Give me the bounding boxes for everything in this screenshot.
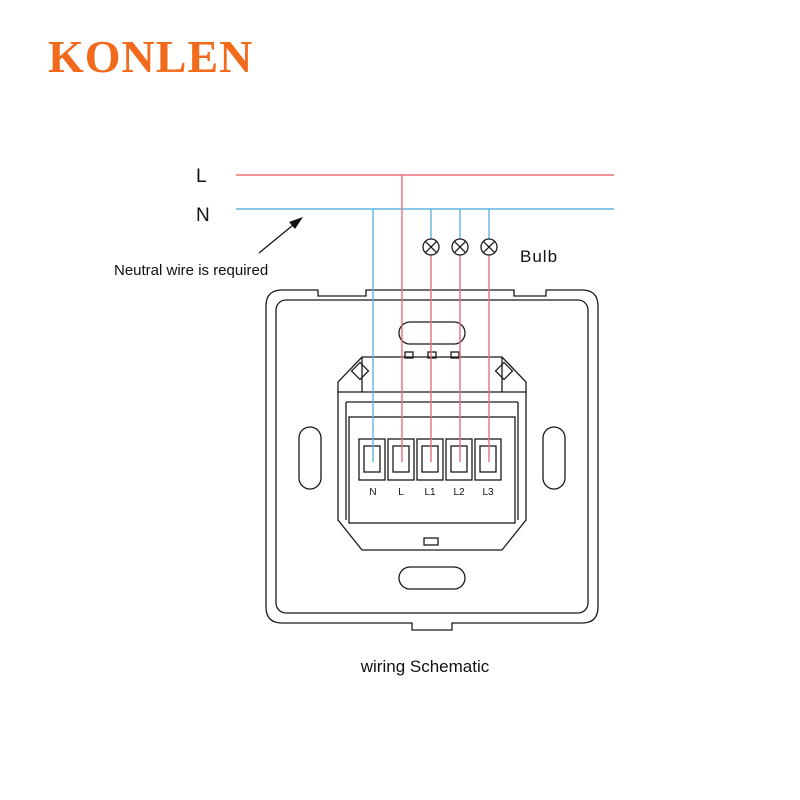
bulb-icon (480, 238, 498, 256)
terminal-label-l: L (398, 487, 404, 498)
terminal-label-l3: L3 (482, 487, 494, 498)
arrow-icon (258, 217, 303, 254)
diagram-caption: wiring Schematic (360, 657, 490, 676)
terminal-label-l2: L2 (453, 487, 465, 498)
bulb-icon (422, 238, 440, 256)
bulb-icon (451, 238, 469, 256)
neutral-note: Neutral wire is required (114, 262, 268, 279)
terminal-label-n: N (369, 487, 376, 498)
live-line-label: L (196, 166, 207, 187)
bulb-label: Bulb (520, 247, 558, 266)
terminal-label-l1: L1 (424, 487, 436, 498)
neutral-line-label: N (196, 205, 210, 226)
brand-logo: KONLEN (48, 31, 254, 82)
switch-plate (265, 289, 599, 631)
terminal-block (358, 438, 502, 481)
switch-module (337, 356, 527, 551)
